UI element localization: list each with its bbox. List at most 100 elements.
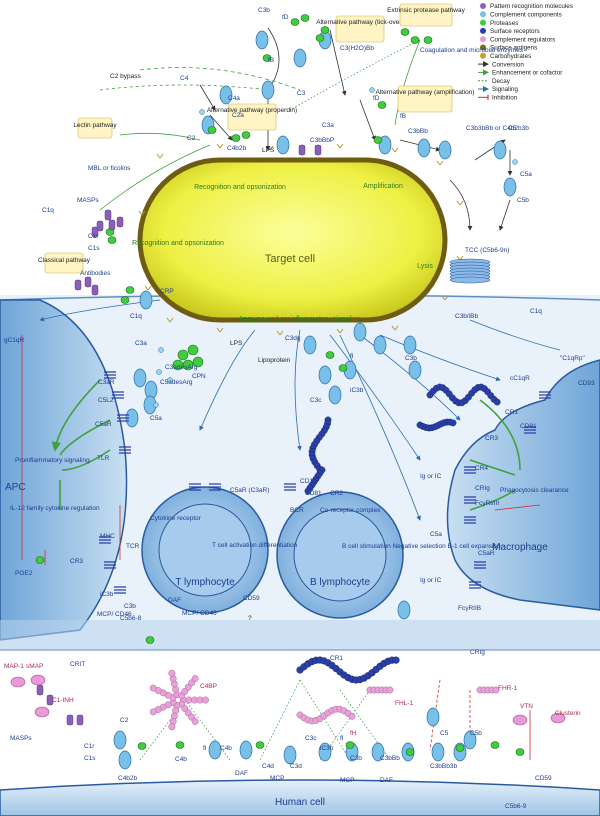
carbohydrate-icon [336, 143, 344, 149]
c3b-top-label: C3b [258, 7, 270, 14]
protease-icon [255, 741, 265, 749]
ic3b-low-label: iC3b [320, 745, 334, 752]
protease-icon [377, 101, 387, 109]
fi-label: fI [350, 353, 354, 360]
target-cell-text: Target cell Recognition and opsonization… [132, 183, 433, 323]
cd59-label: CD59 [243, 595, 260, 602]
anaphylatoxin-icon [156, 369, 162, 375]
protease-icon [455, 744, 465, 752]
pattern-recognition-icon [46, 694, 54, 706]
complement-component-icon [463, 730, 477, 750]
protease-icon [410, 36, 420, 44]
receptor-icon [104, 561, 116, 569]
complement-component-icon [403, 335, 417, 355]
protease-icon [400, 28, 410, 36]
regulator-bead-icon [168, 723, 176, 731]
bcr-label: BCR [290, 507, 304, 514]
c5b6-8-label: C5b6-8 [120, 615, 142, 622]
fcgr-label: FcγRI/III [475, 500, 499, 507]
c1s-low-label: C1s [84, 755, 96, 762]
protease-icon [320, 26, 330, 34]
macrophage-label: Macrophage [492, 542, 548, 553]
c5b6-9-label: C5b6-9 [505, 803, 527, 810]
pattern-recognition-icon [91, 284, 99, 296]
protease-icon [35, 556, 45, 564]
protease-icon [338, 364, 348, 372]
protease-icon [300, 14, 310, 22]
protease-icon [515, 748, 525, 756]
anaphylatoxin-icon [153, 402, 159, 408]
recognition-left-label: Recognition and opsonization [132, 240, 224, 247]
c3a-left-label: C3a [135, 340, 147, 347]
c2a-label: C2a [232, 112, 244, 119]
coag-label: Coagulation and microbial enzymes [420, 47, 524, 54]
clusterin-label: Clusterin [555, 710, 581, 717]
crit-label: CRIT [70, 661, 85, 668]
c3-label: C3 [297, 90, 306, 97]
legend-item-label: Proteases [490, 20, 518, 27]
pattern-recognition-icon [84, 276, 92, 288]
pattern-recognition-icon [116, 216, 124, 228]
c3adesarg-label: C3adesArg [165, 364, 198, 371]
complement-component-icon [118, 750, 132, 770]
ig-ic-top-label: Ig or IC [420, 473, 442, 480]
complement-component-icon [328, 385, 342, 405]
protease-icon [345, 741, 355, 749]
c1s-label: C1s [88, 245, 100, 252]
c4b2b-low-label: C4b2b [118, 775, 138, 782]
cr-bead-chains [296, 383, 501, 684]
map1-label: MAP-1 [4, 663, 24, 670]
legend: Pattern recognition moleculesComplement … [478, 3, 573, 102]
alt-tickover-label: Alternative pathway (tick-over) [316, 19, 403, 26]
complement-component-icon [208, 740, 222, 760]
complement-component-icon [438, 140, 452, 160]
daf-low2-label: DAF [380, 777, 393, 784]
legend-item-label: Surface receptors [490, 28, 540, 35]
protease-icon [325, 351, 335, 359]
complement-component-icon [303, 335, 317, 355]
extrinsic-label: Extrinsic protease pathway [387, 7, 465, 14]
cytokine-rec-label: Cytokine receptor [150, 515, 202, 522]
c5adesarg-label: C5adesArg [160, 379, 193, 386]
svg-text:Classical pathway: Classical pathway [38, 257, 91, 264]
lps-top-label: LPS [262, 147, 275, 154]
complement-component-icon [318, 742, 332, 762]
protease-icon [405, 748, 415, 756]
regulator-bead-icon [191, 675, 199, 682]
box-alt-tickover: Alternative pathway (tick-over) [316, 15, 404, 43]
complement-component-icon [139, 290, 153, 310]
legend-swatch [480, 36, 486, 43]
receptor-icon [99, 536, 111, 544]
antibodies-label: Antibodies [80, 270, 111, 277]
masps-label: MASPs [77, 197, 99, 204]
classical-label: Classical pathway [38, 257, 91, 264]
carbohydrate-icon [166, 317, 174, 323]
target-cell [137, 157, 448, 323]
c3a-label: C3a [322, 122, 334, 129]
complement-component-icon [503, 177, 517, 197]
alt-properdin-label: Alternative pathway (properdin) [207, 107, 297, 114]
regulator-icon [34, 706, 50, 718]
masps-low-label: MASPs [10, 735, 32, 742]
c3c-low-label: C3c [305, 735, 317, 742]
mcp-cd46-label: MCP/ CD46 [182, 610, 217, 617]
b-lymph-label: B lymphocyte [310, 577, 370, 588]
receptor-icon [469, 581, 481, 589]
fb2-label: fB [400, 113, 406, 120]
cd19-label: CD19 [300, 478, 317, 485]
receptor-icon [524, 426, 536, 434]
bead-icon [493, 398, 501, 406]
immune-signaling-label: Immune and proinflammatory signaling [240, 316, 361, 323]
regulator-icon [550, 712, 566, 724]
svg-text:Alternative pathway (tick-over: Alternative pathway (tick-over) [316, 19, 403, 26]
cr3-left-label: CR3 [70, 558, 83, 565]
pattern-recognition-icon [314, 144, 322, 156]
anaphylatoxin-icon [158, 347, 164, 353]
vtn-label: VTN [520, 703, 533, 710]
apc-label: APC [5, 482, 26, 493]
c3-h2o-bb-label: C3(H2O)Bb [340, 45, 374, 52]
c3d-label: C3d [290, 763, 302, 770]
legend-item-label: Carbohydrates [490, 53, 531, 60]
c5-low-label: C5 [440, 730, 449, 737]
